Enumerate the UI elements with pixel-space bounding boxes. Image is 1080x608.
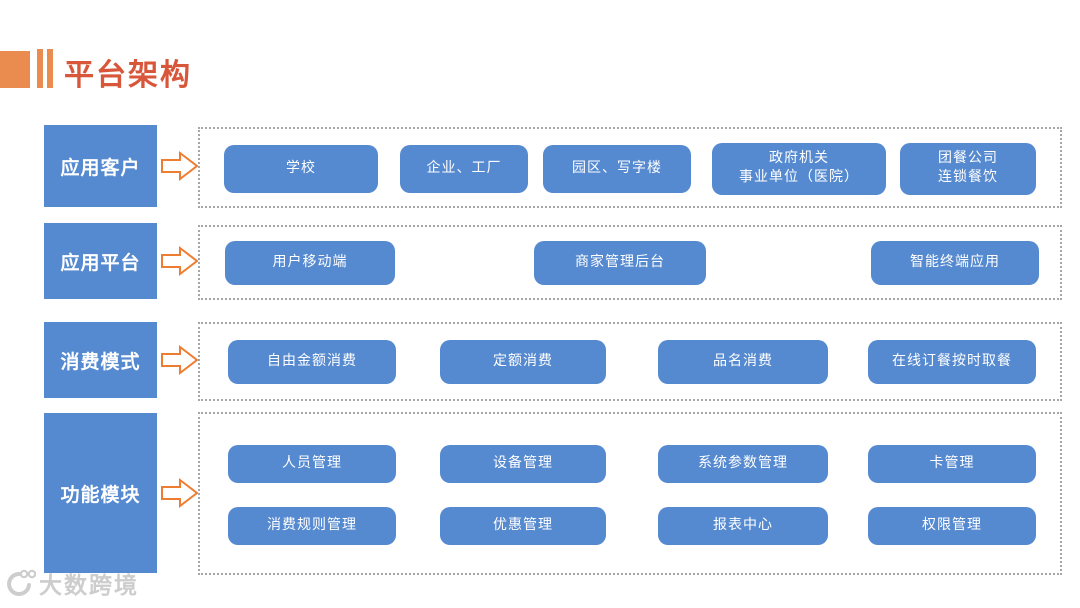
title-accent-bar bbox=[47, 49, 53, 88]
row-label-application-customers: 应用客户 bbox=[44, 125, 157, 207]
title-accent-block bbox=[0, 51, 30, 88]
box-system-parameter-management: 系统参数管理 bbox=[658, 445, 828, 483]
right-arrow-icon bbox=[161, 344, 198, 376]
box-merchant-admin-backend: 商家管理后台 bbox=[534, 241, 706, 285]
row-label-application-platform: 应用平台 bbox=[44, 223, 157, 299]
box-permission-management: 权限管理 bbox=[868, 507, 1036, 545]
row-label-consumption-mode: 消费模式 bbox=[44, 322, 157, 398]
box-fixed-amount-consumption: 定额消费 bbox=[440, 340, 606, 384]
box-smart-terminal-app: 智能终端应用 bbox=[871, 241, 1039, 285]
right-arrow-icon bbox=[161, 150, 198, 182]
box-discount-management: 优惠管理 bbox=[440, 507, 606, 545]
title-accent-bar bbox=[37, 49, 43, 88]
box-enterprise-factory: 企业、工厂 bbox=[400, 145, 528, 193]
box-report-center: 报表中心 bbox=[658, 507, 828, 545]
box-park-office-building: 园区、写字楼 bbox=[543, 145, 691, 193]
row-container-consumption-mode: 自由金额消费 定额消费 品名消费 在线订餐按时取餐 bbox=[198, 322, 1062, 401]
row-container-application-platform: 用户移动端 商家管理后台 智能终端应用 bbox=[198, 225, 1062, 300]
right-arrow-icon bbox=[161, 477, 198, 509]
box-user-mobile-client: 用户移动端 bbox=[225, 241, 395, 285]
box-online-order-timed-pickup: 在线订餐按时取餐 bbox=[868, 340, 1036, 384]
box-catering-company-chain: 团餐公司 连锁餐饮 bbox=[900, 143, 1036, 195]
box-product-name-consumption: 品名消费 bbox=[658, 340, 828, 384]
row-label-function-modules: 功能模块 bbox=[44, 413, 157, 573]
row-container-application-customers: 学校 企业、工厂 园区、写字楼 政府机关 事业单位（医院） 团餐公司 连锁餐饮 bbox=[198, 127, 1062, 208]
box-school: 学校 bbox=[224, 145, 378, 193]
page-title: 平台架构 bbox=[64, 59, 192, 92]
box-card-management: 卡管理 bbox=[868, 445, 1036, 483]
watermark-text: 大数跨境 bbox=[39, 572, 139, 598]
row-container-function-modules: 人员管理 设备管理 系统参数管理 卡管理 消费规则管理 优惠管理 报表中心 权限… bbox=[198, 412, 1062, 575]
right-arrow-icon bbox=[161, 245, 198, 277]
box-free-amount-consumption: 自由金额消费 bbox=[228, 340, 396, 384]
box-personnel-management: 人员管理 bbox=[228, 445, 396, 483]
watermark-logo-icon bbox=[7, 569, 36, 596]
box-government-institution-hospital: 政府机关 事业单位（医院） bbox=[712, 143, 886, 195]
box-device-management: 设备管理 bbox=[440, 445, 606, 483]
box-consumption-rule-management: 消费规则管理 bbox=[228, 507, 396, 545]
watermark: 大数跨境 bbox=[4, 566, 139, 600]
